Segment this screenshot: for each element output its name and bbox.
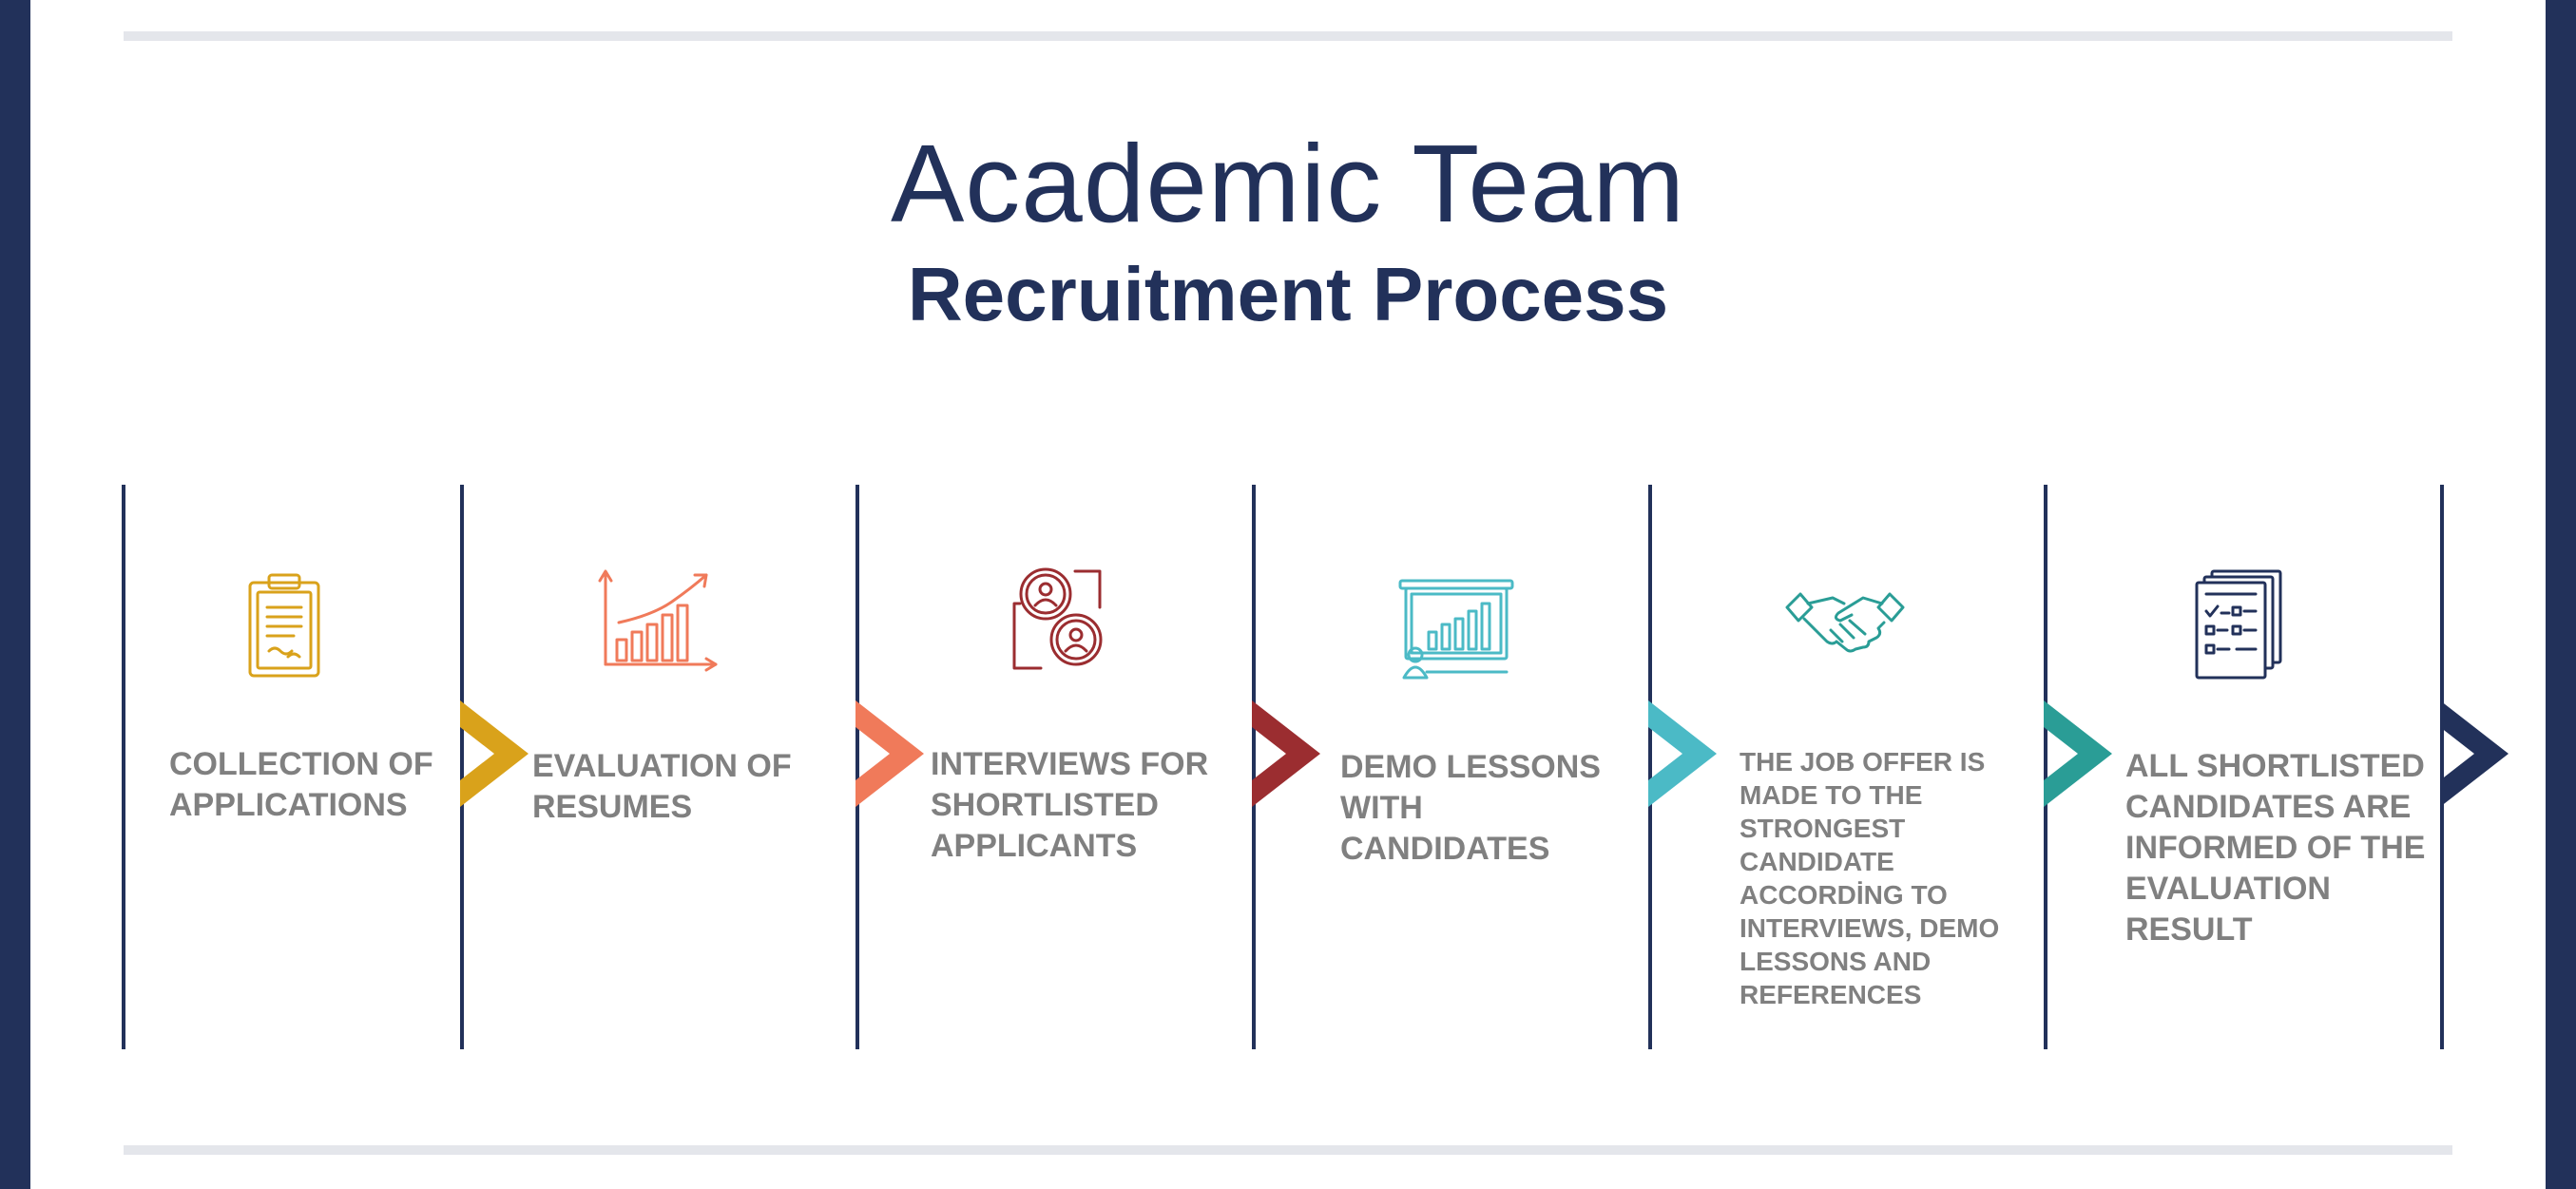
column-divider-2: [460, 485, 464, 1049]
column-divider-4: [1252, 485, 1256, 1049]
interview-people-icon: [1012, 567, 1103, 670]
bottom-rule: [124, 1145, 2452, 1155]
chevron-arrow-2: [855, 700, 924, 807]
title-line-2: Recruitment Process: [907, 252, 1669, 336]
clipboard-icon: [248, 573, 320, 678]
step-4-text: DEMO LESSONS WITH CANDIDATES: [1340, 749, 1601, 867]
column-divider-7: [2440, 485, 2444, 1049]
column-divider-6: [2044, 485, 2047, 1049]
column-divider-5: [1648, 485, 1652, 1049]
title-line-1: Academic Team: [890, 122, 1686, 245]
step-3-text: INTERVIEWS FOR SHORTLISTED APPLICANTS: [931, 746, 1209, 864]
column-divider-3: [855, 485, 859, 1049]
top-rule: [124, 31, 2452, 41]
chevron-arrow-3: [1252, 700, 1320, 807]
column-divider-1: [122, 485, 125, 1049]
step-5-text: THE JOB OFFER IS MADE TO THE STRONGEST C…: [1740, 747, 2000, 1009]
step-1-text: COLLECTION OF APPLICATIONS: [169, 746, 433, 823]
growth-chart-icon: [598, 569, 718, 672]
chevron-arrow-5: [2044, 700, 2112, 807]
right-frame-bar: [2546, 0, 2576, 1189]
chevron-arrow-1: [460, 700, 529, 807]
left-frame-bar: [0, 0, 30, 1189]
checklist-documents-icon: [2195, 569, 2282, 680]
step-6-text: ALL SHORTLISTED CANDIDATES ARE INFORMED …: [2125, 748, 2426, 948]
chevron-arrow-4: [1648, 700, 1717, 807]
presentation-board-icon: [1398, 579, 1514, 680]
chevron-arrow-6: [2440, 700, 2509, 807]
step-2-text: EVALUATION OF RESUMES: [532, 748, 792, 825]
handshake-icon: [1785, 592, 1905, 653]
